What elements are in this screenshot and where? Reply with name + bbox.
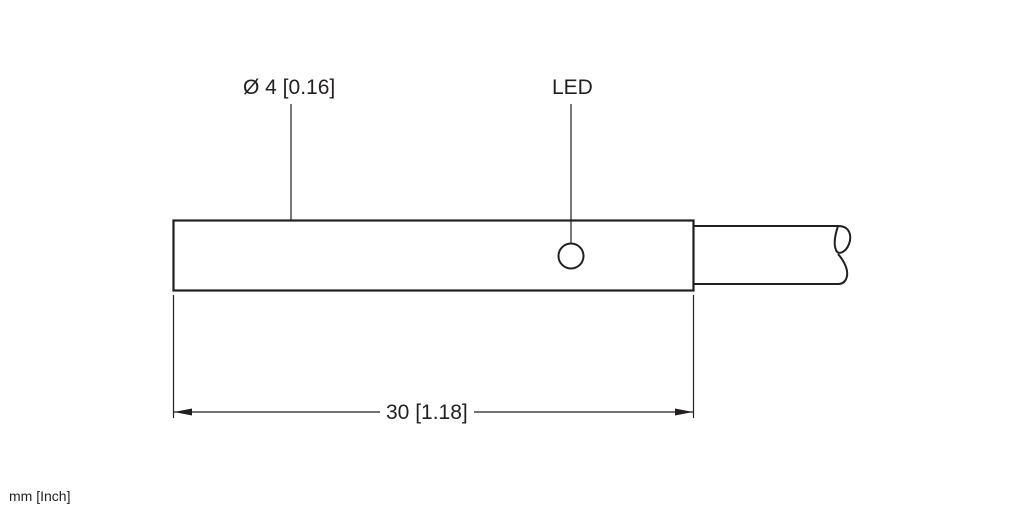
arrow-right-icon (675, 408, 693, 416)
sensor-body (172, 219, 695, 292)
led-indicator (557, 242, 585, 270)
cable (694, 224, 852, 285)
length-dimension-label: 30 [1.18] (380, 402, 474, 423)
units-label: mm [Inch] (9, 488, 71, 504)
diameter-label: Ø 4 [0.16] (243, 76, 336, 99)
led-label: LED (552, 76, 593, 99)
arrow-left-icon (174, 408, 192, 416)
